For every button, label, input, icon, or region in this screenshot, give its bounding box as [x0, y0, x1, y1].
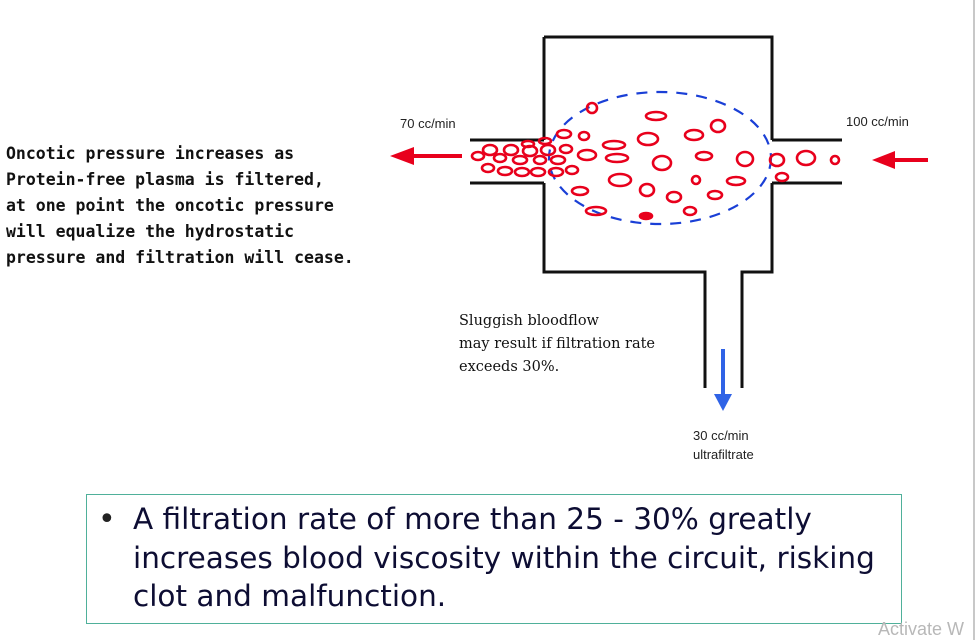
- blood-cell: [570, 185, 590, 197]
- blood-cell: [585, 101, 599, 115]
- bullet-marker: •: [98, 502, 116, 537]
- blood-cell: [690, 174, 702, 186]
- text-line: at one point the oncotic pressure: [6, 196, 334, 215]
- blood-cell: [682, 205, 698, 217]
- blood-cell: [601, 139, 627, 151]
- blood-cell: [638, 211, 654, 221]
- blood-cell: [481, 143, 499, 157]
- blood-cell: [584, 205, 608, 217]
- blood-cell: [520, 139, 536, 149]
- blood-cell: [502, 143, 520, 157]
- note-line: exceeds 30%.: [459, 359, 560, 375]
- blood-cell: [564, 164, 580, 176]
- ultrafiltrate-arrow: [714, 349, 732, 411]
- outlet-tube: [470, 138, 544, 185]
- blood-cell: [636, 131, 660, 147]
- note-line: Sluggish bloodflow: [459, 313, 599, 329]
- outflow-rate-label: 70 cc/min: [400, 116, 456, 131]
- ultrafiltrate-label: ultrafiltrate: [693, 447, 754, 462]
- blood-cell: [555, 128, 573, 140]
- inflow-rate-label: 100 cc/min: [846, 114, 909, 129]
- blood-cell: [576, 148, 598, 162]
- blood-cell: [480, 162, 496, 174]
- blood-cell: [665, 190, 683, 204]
- blood-cell: [651, 154, 673, 172]
- blood-cell: [604, 152, 630, 164]
- outflow-arrow: [390, 147, 462, 165]
- blood-cell: [694, 150, 714, 162]
- blood-cell: [774, 171, 790, 183]
- blood-cell: [577, 130, 591, 142]
- blood-cell: [470, 150, 486, 162]
- filter-housing: [542, 35, 774, 388]
- slide-edge: [973, 0, 975, 640]
- blood-cell: [735, 150, 755, 168]
- callout-text: A filtration rate of more than 25 - 30% …: [133, 502, 875, 613]
- text-line: Oncotic pressure increases as: [6, 144, 295, 163]
- blood-cell: [709, 118, 727, 134]
- blood-cell: [513, 166, 531, 178]
- blood-cells: [470, 101, 841, 221]
- blood-cell: [539, 143, 557, 157]
- ultrafiltrate-rate-label: 30 cc/min: [693, 428, 749, 443]
- blood-cell: [532, 154, 548, 166]
- blood-cell: [547, 166, 565, 178]
- inlet-tube: [772, 138, 842, 185]
- blood-cell: [768, 152, 786, 168]
- blood-cell: [558, 143, 574, 155]
- blood-cell: [644, 110, 668, 122]
- text-line: pressure and filtration will cease.: [6, 248, 354, 267]
- ultrafiltrate-label-box: 30 cc/min ultrafiltrate: [693, 426, 754, 464]
- activation-watermark: Activate W: [878, 619, 965, 639]
- oncotic-pressure-text: Oncotic pressure increases as Protein-fr…: [6, 141, 354, 271]
- blood-cell: [607, 172, 633, 188]
- blood-cell: [511, 154, 529, 166]
- callout-box: [86, 494, 902, 624]
- blood-cell: [829, 154, 841, 166]
- blood-cell: [496, 165, 514, 177]
- note-line: may result if filtration rate: [459, 336, 656, 352]
- blood-cell: [795, 149, 817, 167]
- blood-cell: [683, 128, 705, 142]
- text-line: Protein-free plasma is filtered,: [6, 170, 324, 189]
- text-line: will equalize the hydrostatic: [6, 222, 295, 241]
- blood-cell: [638, 182, 656, 198]
- inflow-arrow: [872, 151, 928, 169]
- sluggish-bloodflow-note: Sluggish bloodflow may result if filtrat…: [459, 310, 655, 379]
- blood-cell: [549, 154, 567, 166]
- blood-cell: [492, 152, 508, 164]
- blood-cell: [725, 175, 747, 187]
- blood-cell: [706, 189, 724, 201]
- blood-cell: [537, 136, 553, 146]
- blood-cell: [529, 166, 547, 178]
